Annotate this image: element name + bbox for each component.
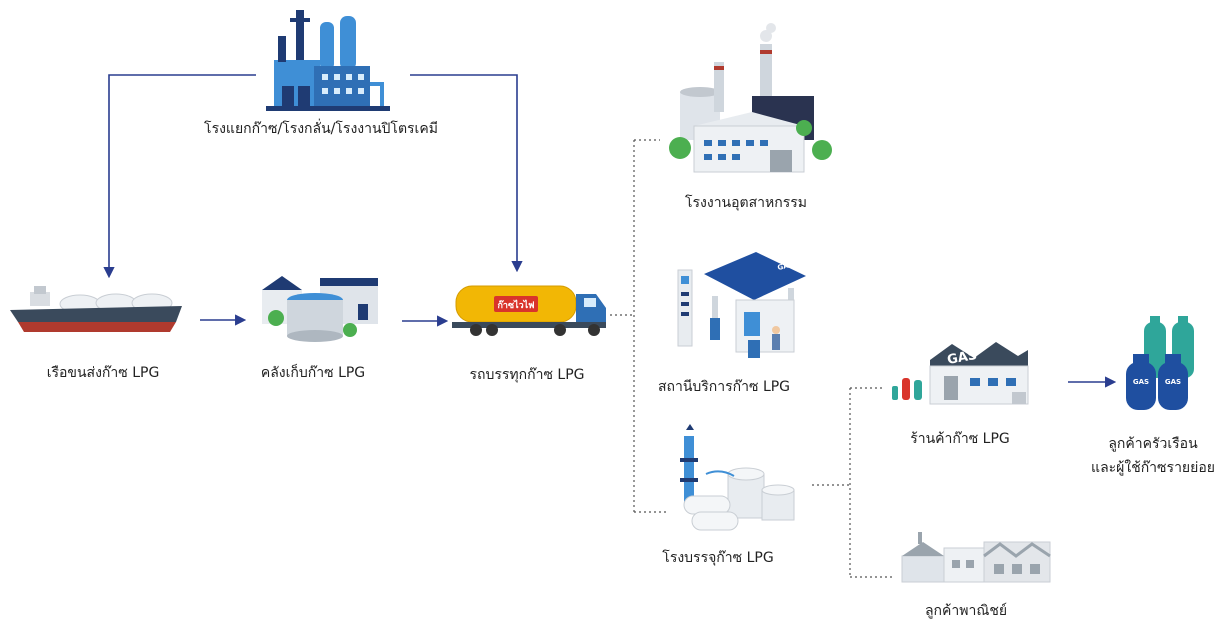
shop-label: ร้านค้าก๊าซ LPG	[910, 431, 1010, 447]
arrow-refinery-to-truck	[410, 74, 523, 273]
cylinder-text-right: GAS	[1165, 378, 1181, 386]
household-label-line2: และผู้ใช้ก๊าซรายย่อย	[1091, 459, 1215, 476]
truck-hazard-text: ก๊าซไวไฟ	[497, 299, 534, 311]
commercial-label: ลูกค้าพาณิชย์	[925, 602, 1007, 619]
ship-label: เรือขนส่งก๊าซ LPG	[47, 365, 160, 381]
storage-label: คลังเก็บก๊าซ LPG	[261, 363, 365, 381]
refinery-label: โรงแยกก๊าซ/โรงกลั่น/โรงงานปิโตรเคมี	[204, 119, 438, 137]
station-sign-text: GAS STATION	[777, 253, 830, 272]
household-label-line1: ลูกค้าครัวเรือน	[1108, 436, 1198, 452]
arrow-refinery-to-ship	[103, 74, 256, 279]
shop-sign-text: GAS	[946, 348, 978, 368]
tanker-truck-icon: ก๊าซไวไฟ	[452, 285, 606, 336]
dotted-connectors	[610, 139, 892, 578]
gas-shop-icon: GAS	[892, 342, 1029, 405]
refinery-icon	[266, 10, 390, 111]
filling-label: โรงบรรจุก๊าซ LPG	[662, 549, 773, 566]
gas-station-icon: GAS STATION	[677, 252, 830, 358]
storage-depot-icon	[262, 276, 378, 342]
station-label: สถานีบริการก๊าซ LPG	[658, 379, 790, 395]
commercial-building-icon	[901, 532, 1051, 583]
filling-plant-icon	[680, 424, 795, 531]
gas-cylinders-icon: GAS GAS	[1126, 316, 1194, 410]
industrial-label: โรงงานอุตสาหกรรม	[685, 194, 807, 211]
solid-arrows	[103, 74, 1117, 388]
factory-icon	[669, 23, 832, 173]
truck-label: รถบรรทุกก๊าซ LPG	[469, 367, 584, 383]
lpg-ship-icon	[10, 286, 182, 332]
cylinder-text-left: GAS	[1133, 378, 1149, 386]
